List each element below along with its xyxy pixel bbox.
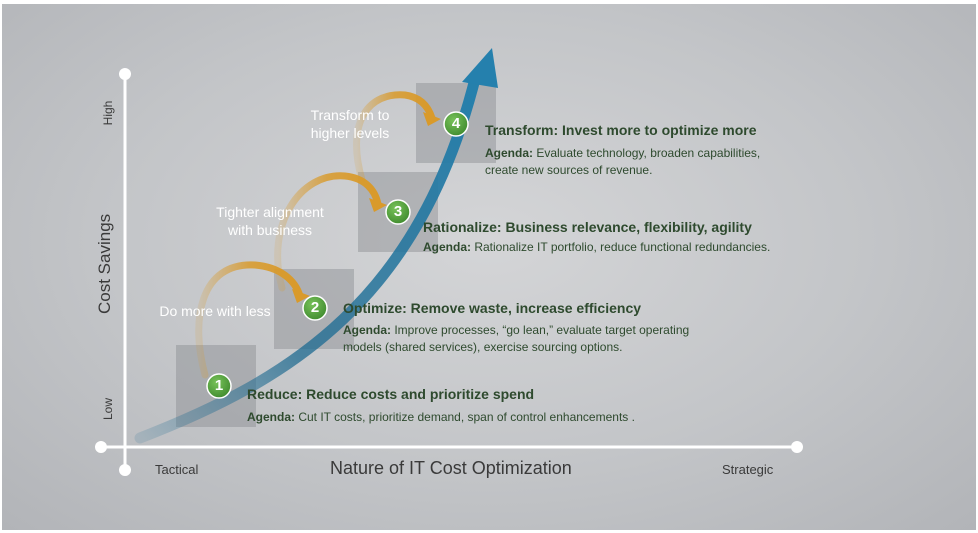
stage-2-title: Optimize: Remove waste, increase efficie… (343, 300, 642, 316)
stage-circle-1 (206, 373, 232, 399)
x-axis-right-label: Strategic (722, 462, 774, 477)
stage-2-agenda-prefix: Agenda: (343, 323, 391, 337)
transition-label-1-text: Do more with less (159, 303, 271, 319)
stage-1-title: Reduce: Reduce costs and prioritize spen… (247, 386, 535, 402)
transition-label-3-line2: higher levels (310, 125, 390, 141)
transition-label-2: Tighter alignment with business (190, 203, 350, 239)
stage-circle-4 (443, 111, 469, 137)
stage-1-agenda: Agenda: Cut IT costs, prioritize demand,… (247, 409, 635, 426)
y-axis-bottom-dot (119, 464, 131, 476)
stage-number-2: 2 (310, 299, 320, 316)
x-axis-right-dot (791, 441, 803, 453)
transition-label-2-line1: Tighter alignment (216, 204, 324, 220)
stage-number-3: 3 (393, 203, 403, 220)
stage-circle-3 (385, 199, 411, 225)
growth-curve-arrowhead (462, 48, 498, 88)
transition-arrowhead-1 (292, 289, 310, 303)
x-axis-left-label: Tactical (155, 462, 199, 477)
transition-label-2-line2: with business (227, 222, 313, 238)
stage-number-1: 1 (214, 377, 224, 394)
transition-arrow-3 (353, 91, 436, 184)
stage-3-agenda: Agenda: Rationalize IT portfolio, reduce… (423, 239, 770, 256)
stage-3-agenda-prefix: Agenda: (423, 240, 471, 254)
growth-curve (134, 69, 482, 444)
y-axis-high-label: High (101, 100, 115, 126)
stage-4-title: Transform: Invest more to optimize more (485, 122, 757, 138)
stage-2-agenda-line2: models (shared services), exercise sourc… (343, 340, 623, 354)
stage-2-agenda: Agenda: Improve processes, “go lean,” ev… (343, 322, 689, 356)
stage-3-title: Rationalize: Business relevance, flexibi… (423, 219, 752, 235)
stage-4-agenda: Agenda: Evaluate technology, broaden cap… (485, 145, 760, 179)
stage-4-agenda-prefix: Agenda: (485, 146, 533, 160)
stage-3-agenda-line1: Rationalize IT portfolio, reduce functio… (471, 240, 771, 254)
stage-4-agenda-line2: create new sources of revenue. (485, 163, 653, 177)
stage-number-4: 4 (451, 115, 461, 132)
transition-arrow-2 (274, 172, 382, 292)
transition-arrowhead-3 (423, 112, 441, 126)
transition-arrow-1 (195, 261, 304, 379)
background-panel (2, 4, 976, 530)
stage-1-agenda-line1: Cut IT costs, prioritize demand, span of… (295, 410, 635, 424)
y-axis-low-label: Low (101, 398, 115, 421)
transition-label-1: Do more with less (140, 302, 290, 320)
y-axis-title: Cost Savings (95, 213, 114, 314)
transition-label-3-line1: Transform to (310, 107, 390, 123)
stage-4-agenda-line1: Evaluate technology, broaden capabilitie… (533, 146, 761, 160)
stage-1-agenda-prefix: Agenda: (247, 410, 295, 424)
x-axis-left-dot (95, 441, 107, 453)
y-axis-top-dot (119, 68, 131, 80)
transition-arrowhead-2 (369, 198, 387, 212)
stage-circle-2 (302, 295, 328, 321)
stage-2-agenda-line1: Improve processes, “go lean,” evaluate t… (391, 323, 690, 337)
transition-label-3: Transform to higher levels (285, 106, 415, 142)
x-axis-title: Nature of IT Cost Optimization (330, 458, 572, 478)
